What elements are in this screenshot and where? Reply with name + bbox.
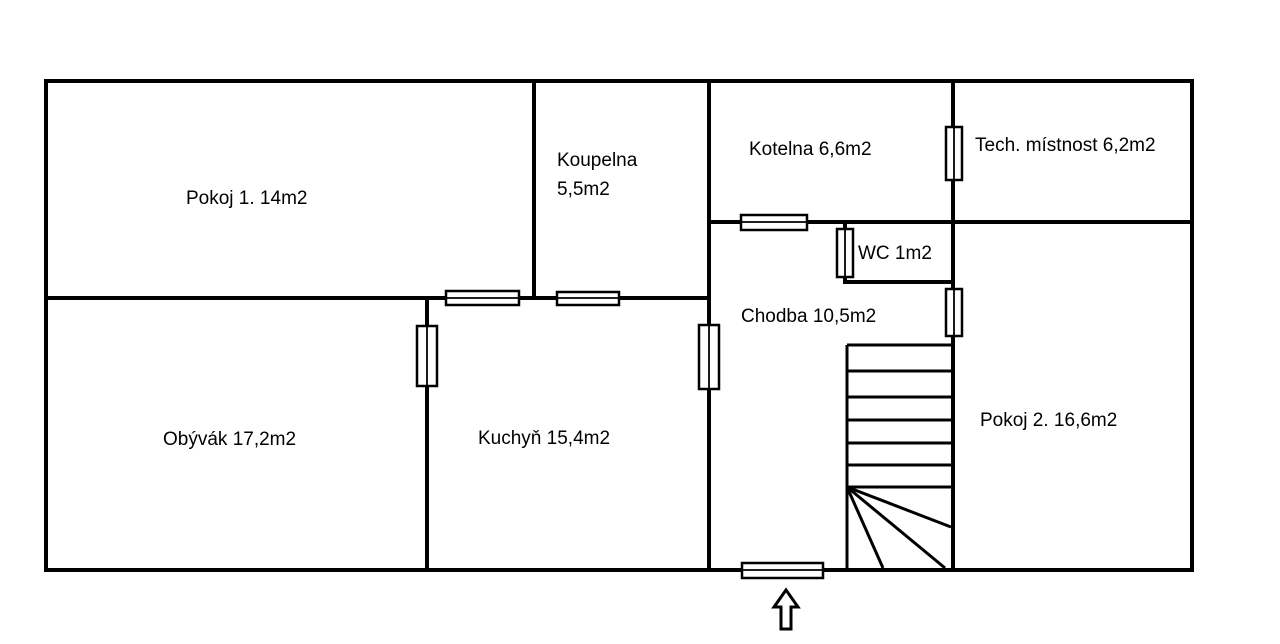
outer-walls [44, 79, 1194, 572]
up-arrow-icon [771, 587, 801, 631]
room-label-pokoj1: Pokoj 1. 14m2 [186, 188, 307, 209]
door-entrance [740, 561, 825, 580]
door-pokoj1 [444, 289, 521, 307]
room-label-wc: WC 1m2 [858, 243, 932, 264]
door-obyvak [415, 324, 439, 388]
staircase [845, 343, 953, 570]
door-tech-mistnost [944, 125, 964, 182]
outer-wall [44, 79, 1194, 572]
stair-winder [845, 486, 885, 569]
room-label-kotelna: Kotelna 6,6m2 [749, 139, 872, 160]
door-pokoj2 [944, 287, 964, 338]
room-labels: Pokoj 1. 14m2 Koupelna 5,5m2 Kotelna 6,6… [163, 135, 1156, 450]
doors [415, 125, 964, 580]
room-label-tech-mistnost: Tech. místnost 6,2m2 [975, 135, 1156, 156]
room-label-chodba: Chodba 10,5m2 [741, 306, 876, 327]
room-label-pokoj2: Pokoj 2. 16,6m2 [980, 410, 1117, 431]
stair-winder [846, 485, 946, 570]
room-label-koupelna-area: 5,5m2 [557, 179, 610, 200]
door-kotelna [739, 213, 809, 232]
room-label-koupelna: Koupelna [557, 150, 638, 171]
room-label-kuchyn: Kuchyň 15,4m2 [478, 428, 610, 449]
door-koupelna [555, 290, 621, 307]
door-wc [835, 227, 855, 279]
stair-winder [846, 485, 952, 529]
door-kuchyn [697, 323, 721, 391]
room-label-obyvak: Obývák 17,2m2 [163, 429, 296, 450]
